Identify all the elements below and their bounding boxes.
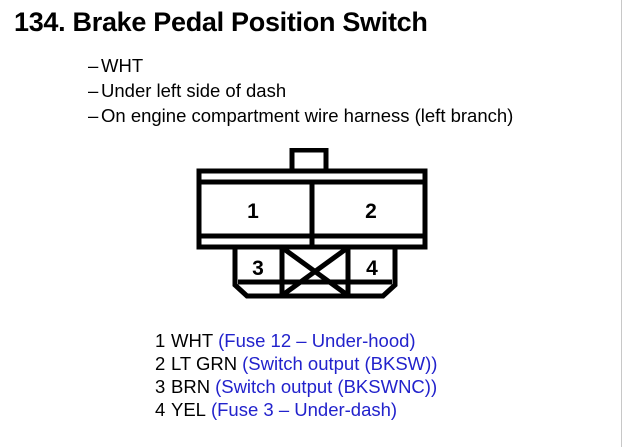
legend-circuit-description: (Switch output (BKSWNC)) bbox=[215, 376, 438, 397]
pin-label-3: 3 bbox=[252, 257, 264, 280]
connector-svg: 1 2 3 4 bbox=[196, 147, 428, 299]
legend-row: 4 YEL (Fuse 3 – Under-dash) bbox=[155, 398, 437, 421]
legend-row: 3 BRN (Switch output (BKSWNC)) bbox=[155, 375, 437, 398]
legend-wire-color: LT GRN bbox=[171, 353, 238, 374]
legend-circuit-description: (Fuse 12 – Under-hood) bbox=[218, 330, 416, 351]
list-item: – WHT bbox=[88, 53, 513, 78]
legend-pin-number: 4 bbox=[155, 399, 166, 420]
legend-pin-number: 3 bbox=[155, 376, 166, 397]
list-item-label: On engine compartment wire harness (left… bbox=[101, 105, 514, 126]
dash-bullet-icon: – bbox=[88, 105, 99, 126]
pin-legend: 1 WHT (Fuse 12 – Under-hood) 2 LT GRN (S… bbox=[155, 329, 437, 421]
list-item: – Under left side of dash bbox=[88, 78, 513, 103]
connector-diagram: 1 2 3 4 bbox=[195, 147, 435, 313]
list-item-label: WHT bbox=[101, 55, 144, 76]
pin-label-2: 2 bbox=[365, 200, 377, 223]
legend-pin-number: 2 bbox=[155, 353, 166, 374]
dash-bullet-icon: – bbox=[88, 55, 99, 76]
legend-row: 2 LT GRN (Switch output (BKSW)) bbox=[155, 352, 437, 375]
list-item-label: Under left side of dash bbox=[101, 80, 287, 101]
pin-label-1: 1 bbox=[247, 200, 259, 223]
pin-label-4: 4 bbox=[366, 257, 378, 280]
legend-circuit-description: (Fuse 3 – Under-dash) bbox=[210, 399, 398, 420]
legend-pin-number: 1 bbox=[155, 330, 166, 351]
list-item: – On engine compartment wire harness (le… bbox=[88, 103, 513, 128]
page-title: 134. Brake Pedal Position Switch bbox=[14, 7, 428, 37]
legend-wire-color: WHT bbox=[171, 330, 214, 351]
legend-row: 1 WHT (Fuse 12 – Under-hood) bbox=[155, 329, 437, 352]
legend-circuit-description: (Switch output (BKSW)) bbox=[242, 353, 438, 374]
dash-bullet-icon: – bbox=[88, 80, 99, 101]
blocked-cavity-x-icon bbox=[282, 246, 348, 297]
legend-wire-color: BRN bbox=[171, 376, 211, 397]
legend-wire-color: YEL bbox=[171, 399, 206, 420]
description-list: – WHT – Under left side of dash – On eng… bbox=[88, 53, 513, 128]
